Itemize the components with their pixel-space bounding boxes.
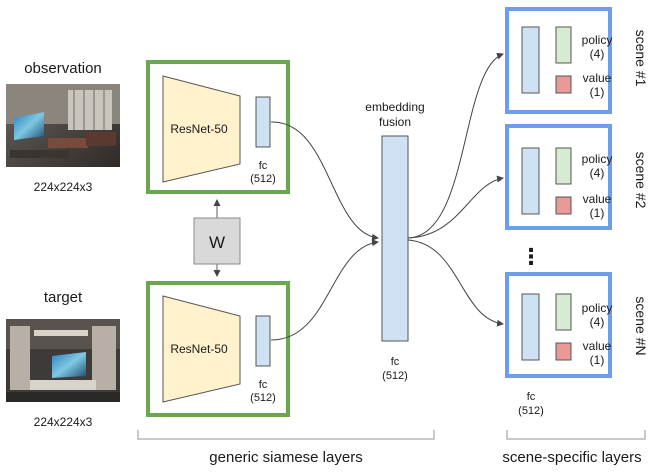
policy-dim-N: (4) — [590, 315, 605, 329]
connector-fusion-to-scene2 — [407, 175, 504, 239]
scene-fc-label: fc — [527, 391, 536, 403]
scene-fc-dim: (512) — [518, 405, 544, 417]
value-label-2: value — [583, 192, 612, 206]
connector-fusion-to-sceneN — [407, 239, 504, 327]
scene-fc-block-N — [521, 293, 540, 361]
bracket-siamese-label: generic siamese layers — [209, 449, 362, 466]
policy-label-N: policy — [582, 301, 613, 315]
scene-fc-block-1 — [521, 26, 540, 94]
target-size: 224x224x3 — [34, 415, 93, 429]
shared-weights-box — [193, 217, 241, 265]
scene-name-N: scene #N — [633, 296, 649, 355]
scene-fc-block-2 — [521, 147, 540, 215]
policy-label-2: policy — [582, 152, 613, 166]
bracket-scene-specific — [506, 430, 646, 440]
fc-label-bottom: fc — [259, 379, 268, 391]
policy-block-1 — [555, 26, 572, 64]
bracket-siamese — [137, 430, 435, 440]
value-block-N — [555, 342, 572, 361]
target-label: target — [44, 289, 83, 306]
policy-label-1: policy — [582, 33, 613, 47]
fusion-title-line1: embedding — [365, 100, 424, 114]
policy-block-N — [555, 293, 572, 331]
policy-dim-1: (4) — [590, 47, 605, 61]
value-dim-1: (1) — [590, 85, 605, 99]
value-dim-2: (1) — [590, 206, 605, 220]
fc-dim-top: (512) — [250, 173, 276, 185]
connector-bottom-to-fusion — [270, 239, 379, 341]
bracket-scene-specific-label: scene-specific layers — [502, 449, 641, 466]
fc-block-top — [255, 96, 271, 148]
fusion-fc-label: fc — [391, 356, 400, 368]
connector-fusion-to-scene1 — [407, 52, 504, 239]
resnet-block-top — [162, 75, 241, 183]
policy-block-2 — [555, 147, 572, 185]
scene-name-2: scene #2 — [633, 152, 649, 209]
fusion-title-line2: fusion — [379, 115, 411, 129]
value-label-N: value — [583, 339, 612, 353]
scene-name-1: scene #1 — [633, 30, 649, 87]
observation-label: observation — [24, 60, 102, 77]
scenes-ellipsis: ⋮ — [520, 244, 542, 269]
policy-dim-2: (4) — [590, 166, 605, 180]
value-label-1: value — [583, 71, 612, 85]
fusion-fc-dim: (512) — [382, 370, 408, 382]
fc-dim-bottom: (512) — [250, 392, 276, 404]
value-block-2 — [555, 196, 572, 215]
shared-weights-label: W — [209, 233, 225, 252]
observation-image — [6, 84, 120, 167]
observation-size: 224x224x3 — [34, 180, 93, 194]
resnet-block-bottom — [162, 295, 241, 403]
resnet-label-top: ResNet-50 — [170, 122, 228, 136]
fc-label-top: fc — [259, 160, 268, 172]
fc-block-bottom — [255, 315, 271, 367]
value-dim-N: (1) — [590, 353, 605, 367]
connector-top-to-fusion — [270, 121, 379, 241]
target-image — [6, 319, 120, 402]
value-block-1 — [555, 75, 572, 94]
resnet-label-bottom: ResNet-50 — [170, 342, 228, 356]
fusion-fc-block — [381, 135, 409, 342]
